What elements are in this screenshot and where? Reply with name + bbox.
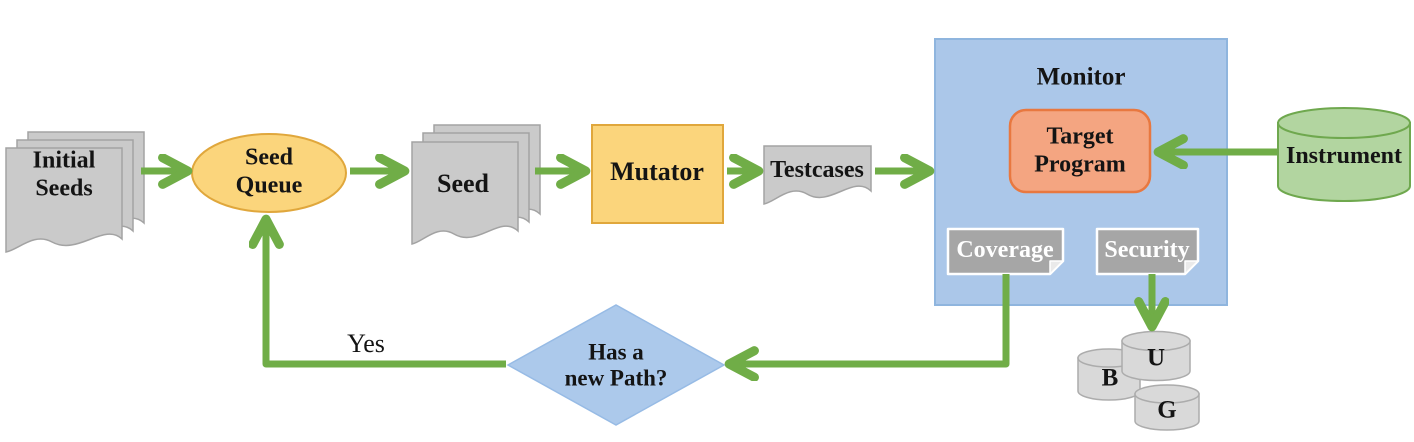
document-icon xyxy=(763,145,872,205)
initial-seeds-stack xyxy=(5,131,145,253)
target-program-node xyxy=(1008,108,1152,194)
database-icon xyxy=(1277,122,1411,202)
mutator-node xyxy=(591,124,724,224)
seed-stack xyxy=(411,124,541,245)
coverage-tag xyxy=(946,227,1065,276)
note-shape xyxy=(946,227,1065,276)
testcases-doc xyxy=(763,145,872,205)
database-icon xyxy=(1121,340,1191,382)
security-tag xyxy=(1095,227,1200,276)
note-shape xyxy=(1095,227,1200,276)
database-icon-top xyxy=(1134,384,1200,404)
database-icon-top xyxy=(1277,107,1411,139)
arrow-coverage-to-decision xyxy=(732,274,1010,364)
database-icon-top xyxy=(1121,330,1191,352)
bug-cylinder-g xyxy=(1134,384,1200,431)
arrow-decision-yes-to-seedqueue xyxy=(266,222,506,368)
seed-queue-node xyxy=(191,133,347,213)
folded-corner-icon xyxy=(1184,260,1199,275)
decision-diamond xyxy=(506,304,726,426)
document-icon xyxy=(411,141,519,245)
database-icon xyxy=(1134,393,1200,431)
folded-corner-icon xyxy=(1049,260,1064,275)
instrument-cylinder xyxy=(1277,107,1411,202)
bug-store xyxy=(1077,330,1200,431)
flow-arrows xyxy=(141,152,1277,364)
bug-cylinder-u xyxy=(1121,330,1191,382)
document-icon xyxy=(5,147,123,253)
